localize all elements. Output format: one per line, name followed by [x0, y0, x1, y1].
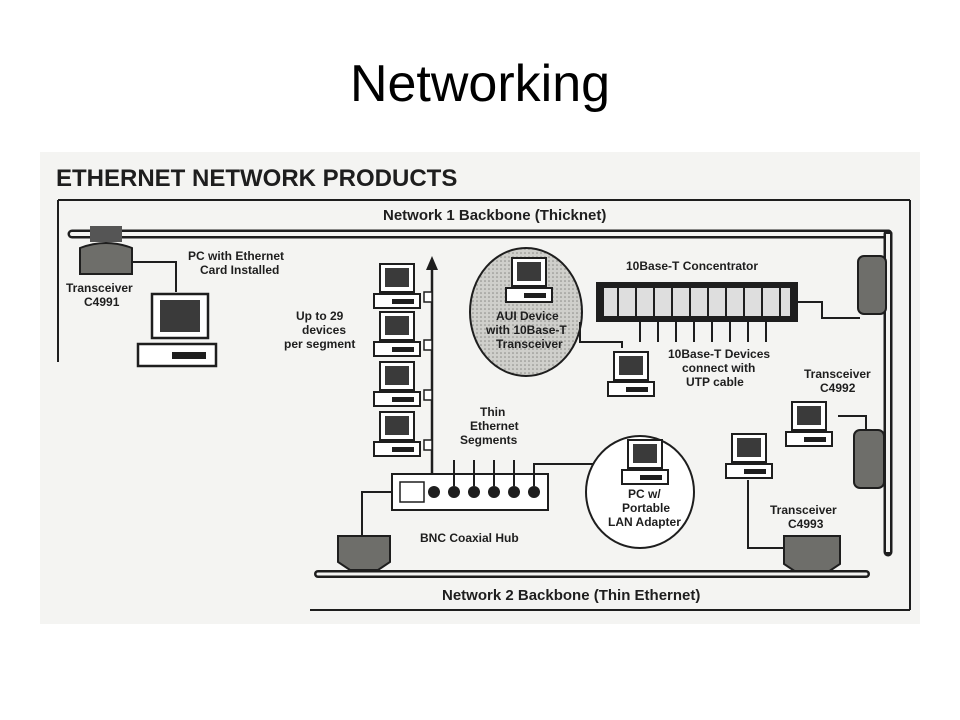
segment-pc-icon [373, 311, 421, 357]
transceiver-c4992-label: Transceiver C4992 [804, 367, 874, 395]
portable-pc-icon [621, 439, 669, 485]
network-diagram: ETHERNET NETWORK PRODUCTS Network 1 Back… [56, 165, 911, 611]
utp-ports [639, 322, 767, 342]
pc-c4992-icon [785, 401, 833, 447]
aui-device-label: AUI Device with 10Base-T Transceiver [485, 309, 570, 351]
transceiver-upper [857, 255, 887, 315]
concentrator-label: 10Base-T Concentrator [626, 259, 758, 273]
up-to-29-label: Up to 29 devices per segment [284, 309, 355, 351]
portable-pc-bubble [585, 435, 695, 549]
tenbase-devices-label: 10Base-T Devices connect with UTP cable [668, 347, 773, 389]
network2-transceiver [337, 535, 391, 571]
figure-heading: ETHERNET NETWORK PRODUCTS [56, 165, 457, 192]
concentrator-device [596, 282, 798, 322]
pc-c4993-icon [725, 433, 773, 479]
tenbase-pc-icon [607, 351, 655, 397]
slide-title: Networking [349, 55, 611, 113]
segment-pc-icon [373, 411, 421, 457]
pc-ethernet-card-icon [136, 292, 218, 368]
pc-ethernet-label: PC with Ethernet Card Installed [188, 249, 287, 277]
bnc-hub-label: BNC Coaxial Hub [420, 531, 519, 545]
transceiver-c4993 [783, 535, 841, 573]
scanned-diagram: ETHERNET NETWORK PRODUCTS Network 1 Back… [40, 152, 920, 624]
bnc-hub [391, 460, 549, 511]
pc-portable-label: PC w/ Portable LAN Adapter [608, 487, 681, 529]
segment-pc-icon [373, 361, 421, 407]
segment-arrow-icon [426, 256, 438, 270]
segment-pc-icon [373, 263, 421, 309]
aui-device-bubble [469, 247, 583, 377]
transceiver-c4991-label: Transceiver C4991 [66, 281, 136, 309]
transceiver-c4991 [79, 226, 133, 275]
aui-pc-icon [505, 257, 553, 303]
transceiver-c4993-label: Transceiver C4993 [770, 503, 840, 531]
thin-ethernet-label: Thin Ethernet Segments [460, 405, 522, 447]
network1-label: Network 1 Backbone (Thicknet) [383, 207, 606, 224]
transceiver-c4992 [853, 429, 885, 489]
network2-label: Network 2 Backbone (Thin Ethernet) [442, 587, 700, 604]
